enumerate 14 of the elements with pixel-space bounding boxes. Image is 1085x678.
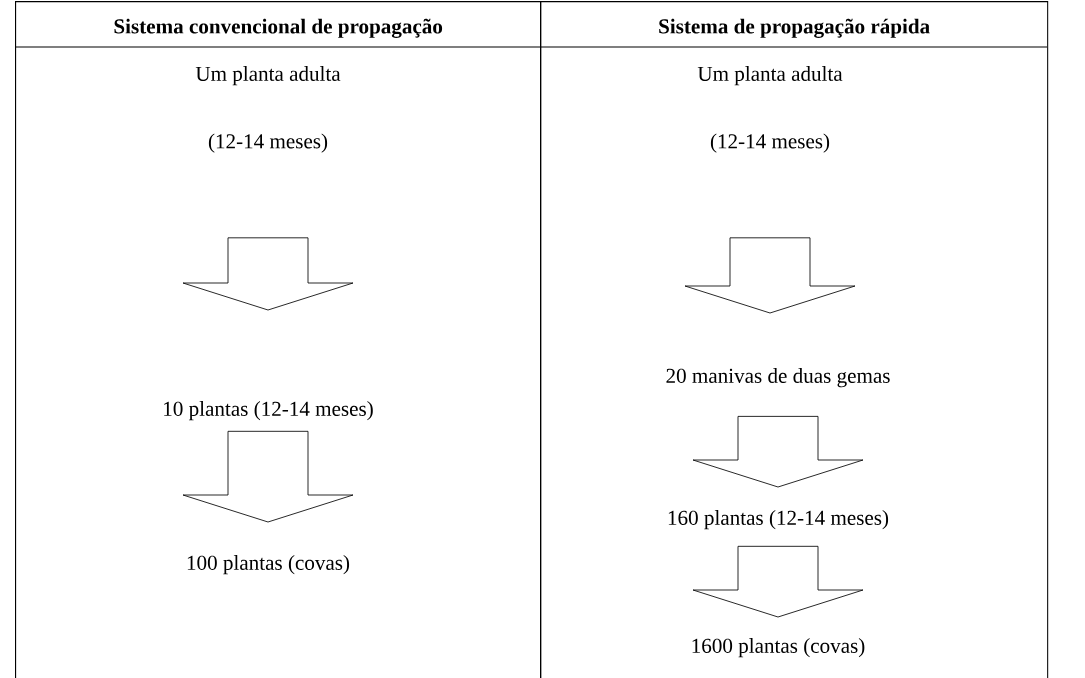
flow-text: 20 manivas de duas gemas: [666, 368, 890, 388]
block-arrow: [692, 415, 864, 488]
block-arrow: [692, 545, 864, 618]
flow-text: 160 plantas (12-14 meses): [668, 510, 889, 530]
flow-text: (12-14 meses): [710, 133, 830, 153]
block-arrow: [684, 237, 856, 314]
block-arrow: [182, 237, 354, 311]
flow-text: (12-14 meses): [208, 133, 328, 153]
block-arrow: [182, 430, 354, 523]
flow-text: 1600 plantas (covas): [692, 638, 865, 658]
flow-text: Um planta adulta: [195, 66, 341, 86]
flow-text: 10 plantas (12-14 meses): [164, 401, 373, 421]
flow-text: Um planta adulta: [697, 66, 843, 86]
flow-text: 100 plantas (covas): [187, 555, 350, 575]
